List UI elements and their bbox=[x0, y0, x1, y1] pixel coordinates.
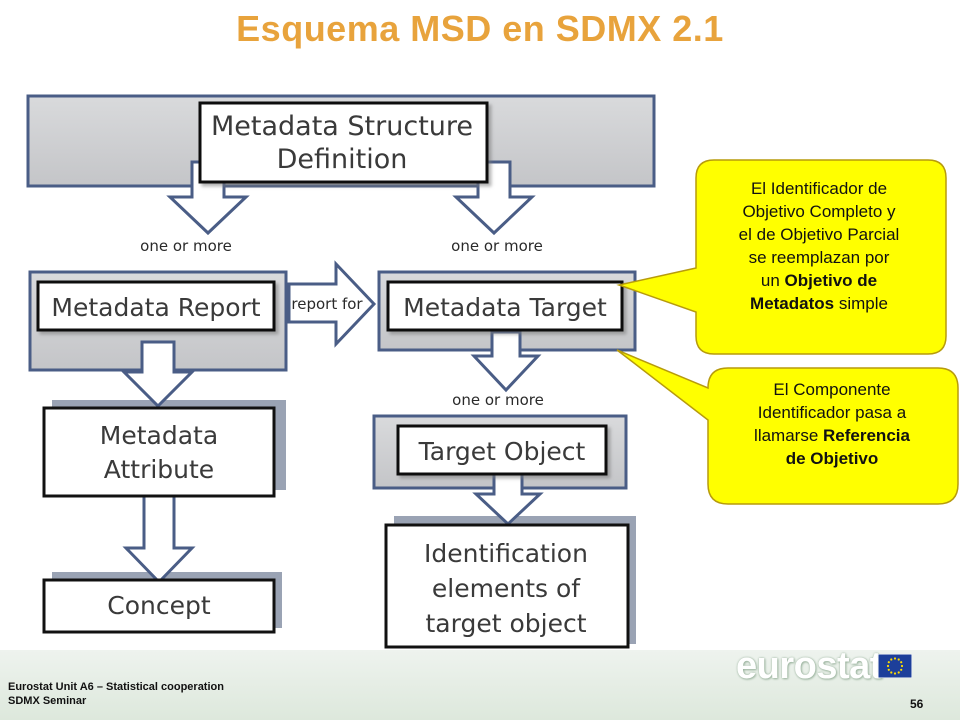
report-box bbox=[36, 280, 276, 332]
ident-label-line2: elements of bbox=[432, 574, 581, 603]
arrow-msd-to-target bbox=[452, 160, 536, 236]
callout2-line4: de Objetivo bbox=[712, 447, 952, 470]
callout1-line5-pre: un bbox=[760, 271, 785, 290]
attribute-label-line1: Metadata bbox=[100, 421, 218, 450]
arrow-target-object-to-ident bbox=[472, 470, 544, 527]
slide-title: Esquema MSD en SDMX 2.1 bbox=[236, 8, 724, 49]
one-or-more-target-label: one or more bbox=[452, 391, 544, 409]
eu-flag-icon bbox=[878, 654, 912, 678]
concept-label: Concept bbox=[107, 591, 211, 620]
attribute-label-line2: Attribute bbox=[104, 455, 214, 484]
callout1-line3: el de Objetivo Parcial bbox=[738, 225, 900, 244]
callout-text-objective: El Identificador de Objetivo Completo y … bbox=[693, 177, 945, 315]
ident-label-line3: target object bbox=[426, 609, 587, 638]
arrow-target-to-target-object bbox=[470, 330, 542, 393]
callout-bubble-reference bbox=[616, 349, 959, 505]
callout1-line6: Metadatos simple bbox=[693, 292, 945, 315]
target-object-box bbox=[396, 424, 608, 476]
report-label: Metadata Report bbox=[51, 293, 260, 322]
msd-box bbox=[198, 101, 489, 184]
callout2-line2: Identificador pasa a bbox=[757, 403, 907, 422]
ident-box bbox=[384, 523, 630, 649]
callout2-line4-bold: de Objetivo bbox=[785, 449, 879, 468]
footer-seminar: SDMX Seminar bbox=[8, 695, 87, 707]
ident-label-line1: Identification bbox=[424, 539, 588, 568]
callout1-line6-bold: Metadatos bbox=[750, 294, 835, 313]
msd-title-line1: Metadata Structure bbox=[211, 111, 473, 142]
callout1-line1: El Identificador de bbox=[750, 179, 888, 198]
callout1-line5: un Objetivo de bbox=[693, 269, 945, 292]
one-or-more-right-label: one or more bbox=[451, 237, 543, 255]
arrow-attribute-to-concept bbox=[122, 492, 196, 585]
callout-bubble-objective bbox=[616, 159, 947, 355]
arrow-report-to-attribute bbox=[120, 340, 196, 409]
callout2-line1: El Componente bbox=[773, 380, 891, 399]
attribute-box bbox=[42, 406, 276, 498]
concept-box bbox=[42, 578, 276, 634]
one-or-more-left-label: one or more bbox=[140, 237, 232, 255]
eurostat-logo-text: eurostat bbox=[736, 645, 882, 687]
callout2-line3-bold: Referencia bbox=[823, 426, 910, 445]
target-label: Metadata Target bbox=[403, 293, 607, 322]
page-number: 56 bbox=[910, 697, 924, 711]
callout2-line3-pre: llamarse bbox=[754, 426, 824, 445]
callout1-line4: se reemplazan por bbox=[748, 248, 890, 267]
msd-title-line2: Definition bbox=[277, 144, 408, 175]
report-for-label: report for bbox=[291, 295, 363, 313]
footer-unit: Eurostat Unit A6 – Statistical cooperati… bbox=[8, 681, 224, 693]
arrow-report-for bbox=[287, 260, 377, 348]
footer-band bbox=[0, 650, 960, 720]
callout-text-reference: El Componente Identificador pasa a llama… bbox=[712, 378, 952, 470]
target-box bbox=[386, 280, 624, 332]
callout1-line6-post: simple bbox=[834, 294, 888, 313]
callout1-line5-bold: Objetivo de bbox=[784, 271, 878, 290]
callout2-line3: llamarse Referencia bbox=[712, 424, 952, 447]
target-object-label: Target Object bbox=[418, 437, 586, 466]
callout1-line2: Objetivo Completo y bbox=[742, 202, 896, 221]
